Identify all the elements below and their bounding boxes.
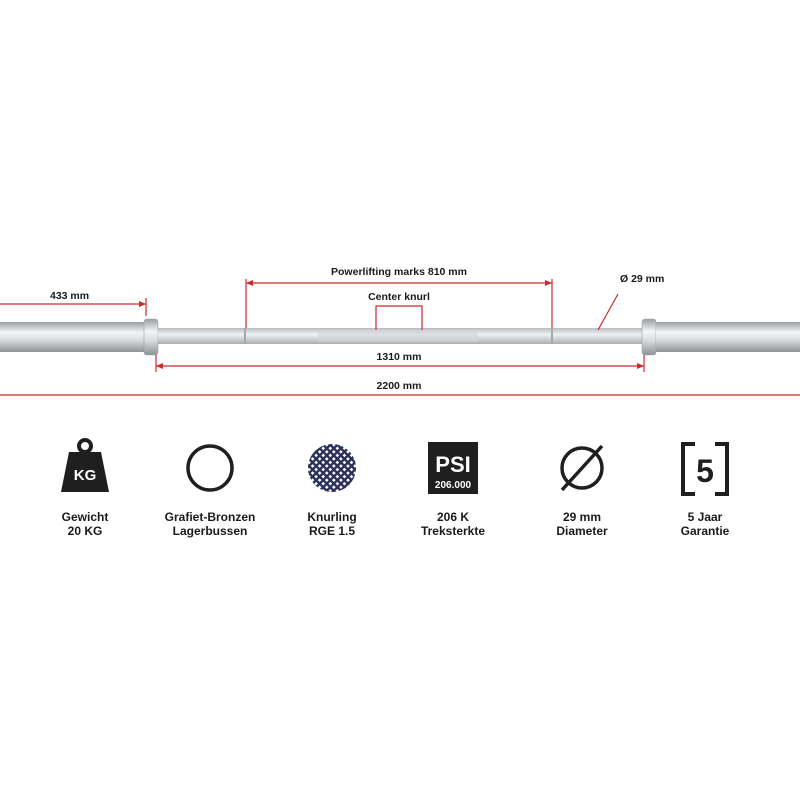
left-collar — [143, 318, 159, 356]
label-total-length: 2200 mm — [377, 380, 422, 392]
barbell-diagram: 433 mm Powerlifting marks 810 mm Center … — [0, 266, 800, 396]
ring-bushing-icon — [186, 444, 234, 492]
dim-1310-arrow-left — [156, 363, 163, 369]
psi-icon-text: PSI — [435, 452, 470, 477]
weight-icon-text: KG — [74, 467, 97, 484]
dim-center-knurl-bracket — [375, 305, 423, 330]
psi-icon-subtext: 206.000 — [435, 480, 472, 491]
left-sleeve — [0, 322, 146, 352]
label-diameter: Ø 29 mm — [620, 273, 664, 285]
diameter-icon — [560, 444, 604, 492]
dim-1310-arrow-right — [637, 363, 644, 369]
left-powerlifting-mark — [244, 328, 246, 344]
weight-kg-icon: KG — [61, 438, 109, 492]
warranty-icon-text: 5 — [696, 453, 714, 489]
dim-pm-arrow-left — [246, 280, 253, 286]
right-sleeve — [656, 322, 800, 352]
warranty-5-icon: 5 — [681, 442, 729, 496]
center-knurl — [318, 330, 478, 342]
label-inner-length: 1310 mm — [377, 351, 422, 363]
right-collar — [641, 318, 657, 356]
label-sleeve-length: 433 mm — [50, 290, 89, 302]
dim-433-arrow — [139, 301, 146, 307]
label-powerlifting-marks: Powerlifting marks 810 mm — [331, 266, 467, 278]
right-powerlifting-mark — [551, 328, 553, 344]
psi-badge-icon: PSI 206.000 — [428, 442, 478, 494]
dim-pm-arrow-right — [545, 280, 552, 286]
knurling-pattern-icon — [308, 444, 356, 492]
dim-diameter-leader — [597, 293, 619, 331]
label-center-knurl: Center knurl — [368, 291, 430, 303]
